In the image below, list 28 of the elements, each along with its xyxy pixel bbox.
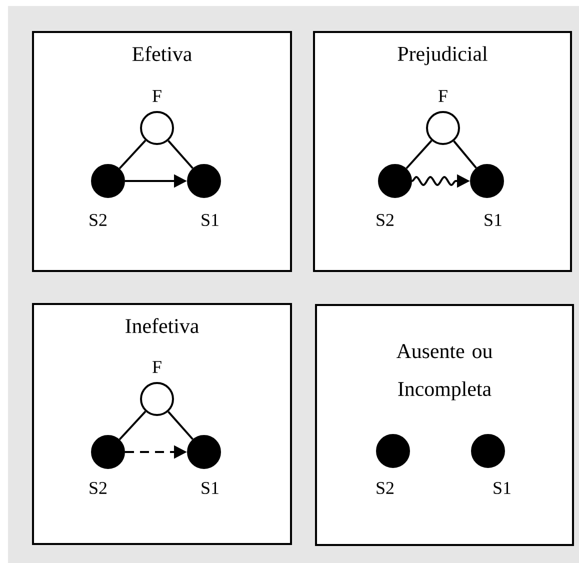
node-label: S2 bbox=[376, 214, 394, 226]
node-circle bbox=[470, 164, 504, 198]
node-circle bbox=[471, 434, 505, 468]
node-circle bbox=[140, 110, 174, 145]
connector-line bbox=[406, 140, 432, 170]
node-label: F bbox=[152, 361, 162, 373]
node-circle bbox=[426, 110, 460, 145]
node-circle bbox=[378, 164, 412, 198]
node-label: S2 bbox=[90, 214, 106, 226]
node-label: S1 bbox=[202, 482, 218, 494]
connector-line bbox=[118, 140, 146, 170]
node-label: S1 bbox=[202, 214, 218, 226]
node-label: F bbox=[152, 90, 162, 102]
node-label: S2 bbox=[376, 482, 394, 494]
node-label: S2 bbox=[90, 482, 106, 494]
node-circle bbox=[187, 164, 221, 198]
connector-line bbox=[168, 140, 194, 169]
connector-line bbox=[168, 411, 194, 440]
node-label: F bbox=[438, 90, 448, 102]
connector-line bbox=[118, 410, 146, 440]
node-label: S1 bbox=[484, 214, 502, 226]
connector-line bbox=[453, 140, 477, 169]
node-circle bbox=[140, 382, 174, 416]
node-circle bbox=[187, 434, 221, 469]
node-circle bbox=[376, 434, 410, 468]
node-label: S1 bbox=[494, 482, 510, 494]
node-circle bbox=[91, 434, 125, 469]
node-circle bbox=[91, 164, 125, 198]
